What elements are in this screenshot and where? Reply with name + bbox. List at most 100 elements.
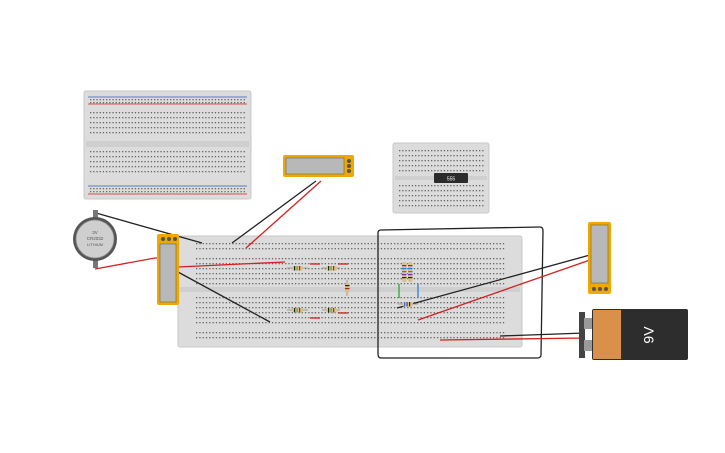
resistor[interactable]	[287, 266, 308, 271]
breadboard-hole	[437, 160, 439, 162]
breadboard-hole	[128, 132, 130, 134]
breadboard-hole	[436, 258, 439, 260]
breadboard-hole	[288, 278, 290, 280]
breadboard-hole	[163, 188, 165, 190]
coin-cell-battery[interactable]: 3V CR2032 LITHIUM	[73, 210, 117, 268]
breadboard-hole	[446, 337, 449, 339]
breadboard-hole	[460, 248, 462, 250]
breadboard-hole	[295, 258, 297, 260]
breadboard-top-left[interactable]	[83, 90, 252, 200]
breadboard-hole	[221, 171, 223, 173]
breadboard-hole	[417, 283, 419, 285]
breadboard-hole	[112, 188, 114, 190]
breadboard-hole	[196, 297, 198, 299]
wire-black[interactable]	[231, 180, 317, 244]
wire-red[interactable]	[417, 259, 591, 321]
wire-red[interactable]	[94, 257, 165, 270]
breadboard-hole	[240, 117, 242, 119]
breadboard-hole	[399, 150, 401, 152]
breadboard-hole	[405, 195, 407, 197]
breadboard-hole	[240, 112, 242, 114]
breadboard-hole	[479, 200, 481, 202]
resistor[interactable]	[398, 302, 418, 307]
breadboard-hole	[219, 278, 221, 280]
breadboard-hole	[430, 307, 432, 309]
breadboard-hole	[242, 297, 244, 299]
breadboard-hole	[242, 278, 244, 280]
resistor[interactable]	[322, 308, 340, 313]
module-left-vertical[interactable]	[157, 234, 179, 305]
breadboard-hole	[476, 332, 478, 334]
breadboard-hole	[222, 283, 224, 285]
wire-black[interactable]	[396, 254, 591, 309]
module-top-horizontal[interactable]	[283, 155, 354, 177]
breadboard-hole	[374, 268, 376, 270]
resistor-vertical-stack[interactable]	[402, 262, 413, 282]
breadboard-hole	[314, 248, 317, 250]
breadboard-hole	[496, 283, 498, 285]
wire-black[interactable]	[177, 271, 271, 323]
breadboard-hole	[446, 258, 449, 260]
module-right-vertical[interactable]	[588, 222, 611, 294]
breadboard-hole	[361, 273, 363, 275]
breadboard-hole	[430, 332, 432, 334]
breadboard-hole	[106, 117, 108, 119]
breadboard-hole	[205, 127, 207, 129]
breadboard-hole	[150, 102, 153, 104]
breadboard-hole	[463, 190, 465, 192]
breadboard-hole	[134, 102, 137, 104]
breadboard-hole	[367, 297, 369, 299]
resistor[interactable]	[322, 266, 340, 271]
breadboard-hole	[265, 278, 267, 280]
breadboard-hole	[298, 273, 300, 275]
wire-black[interactable]	[499, 332, 586, 337]
breadboard-hole	[265, 307, 267, 309]
breadboard-hole	[390, 337, 392, 339]
breadboard-hole	[469, 190, 471, 192]
breadboard-hole	[367, 302, 369, 304]
breadboard-hole	[232, 278, 234, 280]
breadboard-hole	[446, 278, 449, 280]
ic-555-chip[interactable]: 555	[434, 173, 468, 183]
breadboard-hole	[278, 337, 280, 339]
breadboard-hole	[374, 317, 376, 319]
breadboard-hole	[205, 302, 208, 304]
wire-red[interactable]	[177, 261, 286, 268]
breadboard-hole	[248, 322, 251, 324]
breadboard-hole	[242, 243, 244, 245]
breadboard-hole	[397, 312, 399, 314]
breadboard-hole	[387, 273, 389, 275]
breadboard-hole	[318, 307, 320, 309]
breadboard-hole	[134, 161, 137, 163]
breadboard-hole	[205, 263, 208, 265]
breadboard-hole	[102, 188, 105, 190]
breadboard-hole	[447, 160, 449, 162]
wire-red[interactable]	[245, 180, 322, 249]
breadboard-hole	[221, 127, 223, 129]
breadboard-hole	[446, 302, 449, 304]
resistor-vertical[interactable]	[345, 280, 350, 296]
breadboard-hole	[387, 283, 389, 285]
breadboard-hole	[202, 273, 204, 275]
breadboard-hole	[221, 191, 223, 193]
breadboard-hole	[456, 317, 458, 319]
breadboard-hole	[367, 243, 369, 245]
breadboard-hole	[176, 122, 178, 124]
breadboard-hole	[298, 243, 300, 245]
breadboard-hole	[324, 278, 326, 280]
breadboard-hole	[502, 322, 505, 324]
resistor[interactable]	[287, 308, 308, 313]
breadboard-hole	[400, 243, 402, 245]
breadboard-main[interactable]	[177, 235, 523, 348]
breadboard-hole	[195, 188, 197, 190]
battery-9v[interactable]: 9V	[579, 309, 688, 360]
breadboard-hole	[222, 263, 224, 265]
breadboard-hole	[198, 112, 201, 114]
wire-red[interactable]	[439, 337, 586, 341]
wire-black-loop[interactable]	[377, 226, 544, 359]
breadboard-hole	[436, 243, 439, 245]
breadboard-hole	[466, 248, 468, 250]
breadboard-hole	[229, 278, 231, 280]
wire-black[interactable]	[95, 212, 203, 244]
breadboard-hole	[384, 302, 386, 304]
